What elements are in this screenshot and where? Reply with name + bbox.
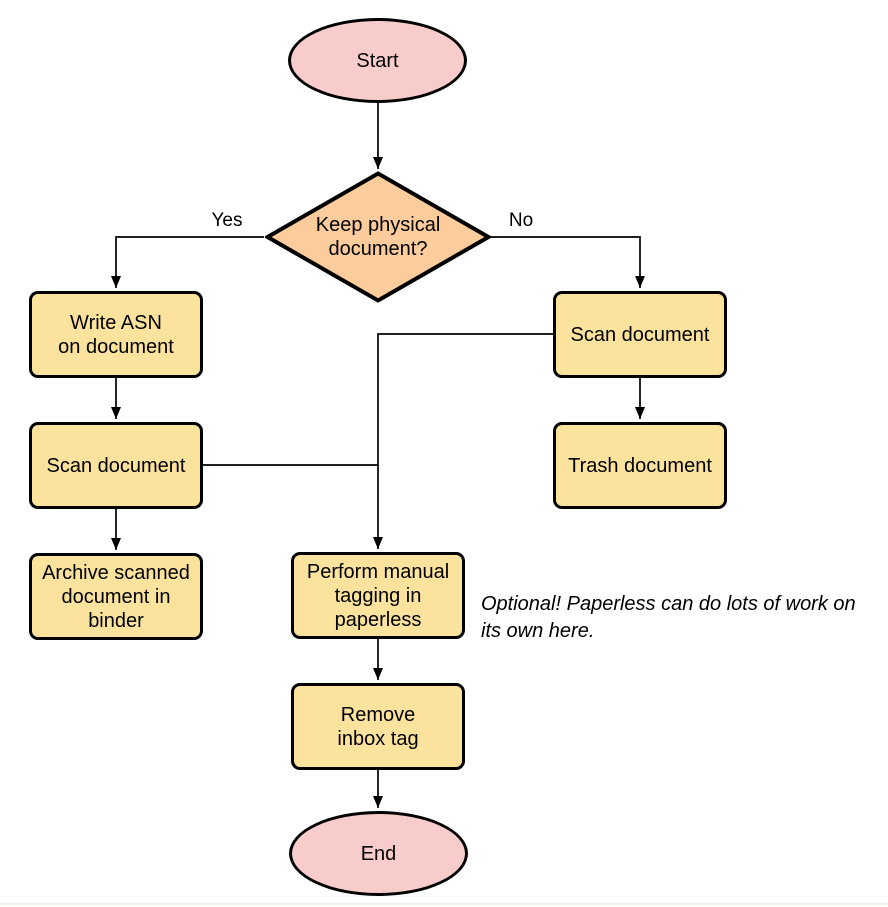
- edge-label-yes: Yes: [211, 210, 243, 231]
- diamond-shape: [265, 171, 491, 303]
- node-scan-document-right: Scan document: [553, 291, 727, 378]
- node-start: Start: [288, 18, 467, 103]
- node-remove-inbox-tag: Remove inbox tag: [291, 683, 465, 770]
- node-start-label: Start: [356, 49, 399, 72]
- node-trash-document-label: Trash document: [568, 454, 712, 477]
- annotation-optional-note: Optional! Paperless can do lots of work …: [481, 593, 856, 642]
- node-write-asn: Write ASN on document: [29, 291, 203, 378]
- node-remove-inbox-tag-label: Remove inbox tag: [337, 703, 419, 750]
- node-trash-document: Trash document: [553, 422, 727, 509]
- node-archive-in-binder: Archive scanned document in binder: [29, 553, 203, 640]
- edge-label-no: No: [508, 210, 534, 231]
- edge-decision-no-to-scan-right: [491, 236, 645, 288]
- node-end-label: End: [360, 842, 397, 865]
- node-manual-tagging: Perform manual tagging in paperless: [291, 552, 465, 639]
- node-archive-in-binder-label: Archive scanned document in binder: [42, 561, 190, 632]
- node-write-asn-label: Write ASN on document: [58, 311, 174, 358]
- node-scan-document-right-label: Scan document: [570, 323, 710, 346]
- edge-scan-right-to-tagging: [373, 333, 553, 549]
- node-manual-tagging-label: Perform manual tagging in paperless: [306, 560, 450, 631]
- node-scan-document-left-label: Scan document: [46, 454, 186, 477]
- node-decision-label: Keep physical document?: [315, 214, 441, 260]
- node-decision-keep-physical: Keep physical document?: [265, 171, 491, 303]
- node-scan-document-left: Scan document: [29, 422, 203, 509]
- node-end: End: [289, 811, 468, 896]
- bottom-edge-line: [0, 903, 888, 905]
- edge-decision-yes-to-write-asn: [111, 236, 264, 288]
